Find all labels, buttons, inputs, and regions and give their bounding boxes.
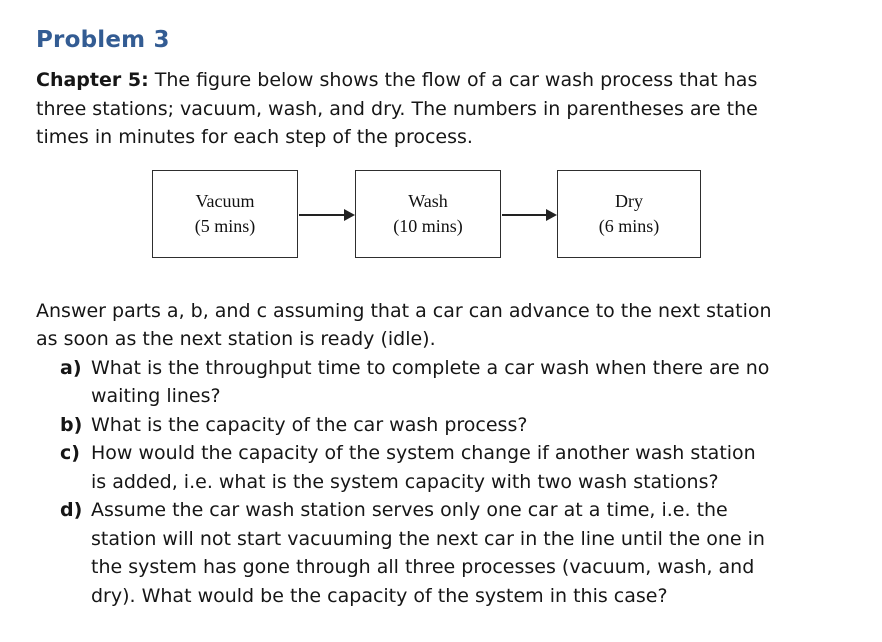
question-marker: b) (60, 413, 83, 436)
question-text: What is the throughput time to complete … (91, 354, 848, 411)
intro-paragraph: Chapter 5: The figure below shows the fl… (36, 66, 848, 152)
text-line: dry). What would be the capacity of the … (91, 584, 668, 607)
station-box-wash: Wash (10 mins) (355, 169, 501, 258)
text-line: is added, i.e. what is the system capaci… (91, 470, 719, 493)
answer-line-1: Answer parts a, b, and c assuming that a… (36, 299, 772, 322)
question-marker: a) (60, 356, 82, 379)
station-time: (5 mins) (194, 215, 256, 236)
page-title: Problem 3 (36, 27, 170, 53)
text-line: station will not start vacuuming the nex… (91, 527, 765, 550)
intro-line-3: times in minutes for each step of the pr… (36, 126, 473, 148)
station-time: (10 mins) (393, 215, 463, 236)
question-list: a) What is the throughput time to comple… (36, 354, 848, 611)
intro-line-1: The figure below shows the flow of a car… (148, 69, 758, 91)
question-item-b: b) What is the capacity of the car wash … (36, 411, 848, 440)
document-page: Problem 3 Chapter 5: The figure below sh… (36, 27, 848, 611)
station-time: (6 mins) (598, 215, 660, 236)
chapter-label: Chapter 5: (36, 69, 149, 91)
flow-diagram: Vacuum (5 mins) Wash (10 mins) Dry (6 mi… (36, 169, 848, 260)
station-name: Dry (615, 190, 643, 211)
text-line: waiting lines? (91, 385, 221, 407)
station-box-vacuum: Vacuum (5 mins) (152, 169, 298, 258)
question-marker: d) (60, 499, 83, 521)
station-name: Vacuum (195, 190, 255, 211)
flow-arrow-icon (299, 208, 355, 221)
text-line: Assume the car wash station serves only … (91, 499, 728, 521)
question-text: What is the capacity of the car wash pro… (91, 411, 848, 440)
station-name: Wash (408, 190, 448, 211)
text-line: What is the throughput time to complete … (91, 356, 770, 379)
text-line: How would the capacity of the system cha… (91, 442, 756, 464)
question-marker: c) (60, 442, 80, 464)
question-text: How would the capacity of the system cha… (91, 439, 848, 496)
answer-line-2: as soon as the next station is ready (id… (36, 328, 436, 350)
question-item-a: a) What is the throughput time to comple… (36, 354, 848, 411)
question-text: Assume the car wash station serves only … (91, 496, 848, 610)
flow-arrow-icon (502, 208, 557, 221)
station-box-dry: Dry (6 mins) (557, 169, 701, 258)
question-item-d: d) Assume the car wash station serves on… (36, 496, 848, 610)
question-item-c: c) How would the capacity of the system … (36, 439, 848, 496)
intro-line-2: three stations; vacuum, wash, and dry. T… (36, 97, 758, 120)
text-line: the system has gone through all three pr… (91, 556, 755, 578)
answer-instructions-paragraph: Answer parts a, b, and c assuming that a… (36, 297, 848, 354)
text-line: What is the capacity of the car wash pro… (91, 413, 528, 436)
text-line: Chapter 5: The figure below shows the fl… (36, 66, 848, 95)
